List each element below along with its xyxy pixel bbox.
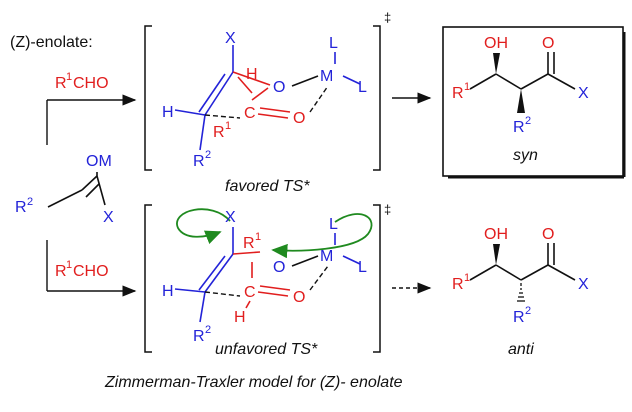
ts-top-o2: O — [293, 110, 305, 127]
syn-o: O — [542, 35, 554, 52]
ts-bottom-r1: R — [243, 235, 255, 252]
ts-top-r1-sup: 1 — [225, 120, 231, 132]
ts-top-o: O — [273, 79, 285, 96]
anti-caption: anti — [508, 341, 534, 358]
product-anti: OH O R 1 X R 2 anti — [452, 226, 589, 358]
ts-bottom-x: X — [225, 209, 236, 226]
enolate-x: X — [103, 209, 114, 226]
enolate-r2: R — [15, 199, 27, 216]
product-syn: OH O R 1 X R 2 syn — [442, 26, 626, 179]
reagent-arrow-bottom: R 1 CHO — [46, 240, 137, 297]
syn-r2-sup: 2 — [525, 115, 531, 127]
ts-bottom-o2: O — [293, 289, 305, 306]
steric-arrow-right — [271, 213, 373, 259]
ts-bottom-caption: unfavored TS* — [215, 341, 318, 358]
ts-top-r2-sup: 2 — [205, 149, 211, 161]
ts-top-r2: R — [193, 153, 205, 170]
ts-top-l-right: L — [358, 79, 367, 96]
reagent-bottom-cho: CHO — [73, 263, 109, 280]
syn-r1-sup: 1 — [464, 81, 470, 93]
anti-x: X — [578, 276, 589, 293]
ts-bottom-l-top: L — [329, 216, 338, 233]
steric-arrow-left — [176, 208, 231, 245]
enolate-r2-sup: 2 — [27, 196, 33, 208]
ts-bottom-h-red: H — [234, 309, 246, 326]
anti-r2: R — [513, 309, 525, 326]
reagent-top-r: R — [55, 75, 67, 92]
ts-top-m: M — [320, 68, 333, 85]
ts-bottom-o: O — [273, 259, 285, 276]
ts-bottom-dagger: ‡ — [384, 202, 391, 217]
reagent-bottom-sup: 1 — [66, 259, 72, 271]
ts-top-caption: favored TS* — [225, 178, 310, 195]
syn-caption: syn — [513, 147, 538, 164]
anti-o: O — [542, 226, 554, 243]
reagent-arrow-top: R 1 CHO — [46, 71, 137, 145]
ts-bottom-c: C — [244, 284, 256, 301]
anti-r1-sup: 1 — [464, 272, 470, 284]
ts-bottom-h-left: H — [162, 283, 174, 300]
syn-r2: R — [513, 119, 525, 136]
reagent-top-cho: CHO — [73, 75, 109, 92]
ts-top-dagger: ‡ — [384, 10, 391, 25]
ts-bottom-m: M — [320, 248, 333, 265]
ts-bottom-l-right: L — [358, 259, 367, 276]
reagent-top-sup: 1 — [66, 71, 72, 83]
ts-bottom-r1-sup: 1 — [255, 231, 261, 243]
anti-r2-sup: 2 — [525, 305, 531, 317]
footer-caption: Zimmerman-Traxler model for (Z)- enolate — [104, 374, 403, 391]
syn-r1: R — [452, 85, 464, 102]
ts-top-x: X — [225, 30, 236, 47]
anti-oh: OH — [484, 226, 508, 243]
syn-x: X — [578, 85, 589, 102]
header-label: (Z)-enolate: — [10, 34, 93, 51]
syn-oh: OH — [484, 35, 508, 52]
ts-bottom-r2: R — [193, 328, 205, 345]
ts-top-h-left: H — [162, 104, 174, 121]
enolate-structure: OM R 2 X — [15, 153, 114, 226]
ts-top-l-top: L — [329, 35, 338, 52]
ts-bottom-r2-sup: 2 — [205, 324, 211, 336]
ts-top-h-red: H — [246, 66, 258, 83]
enolate-om: OM — [86, 153, 112, 170]
ts-unfavored: ‡ X L R 1 O M L H C H O R 2 unfavored TS… — [144, 202, 391, 358]
anti-r1: R — [452, 276, 464, 293]
ts-favored: ‡ X L H O M L H R 1 C O R 2 favored TS* — [144, 10, 391, 195]
ts-top-r1: R — [213, 124, 225, 141]
reagent-bottom-r: R — [55, 263, 67, 280]
ts-top-c: C — [244, 105, 256, 122]
